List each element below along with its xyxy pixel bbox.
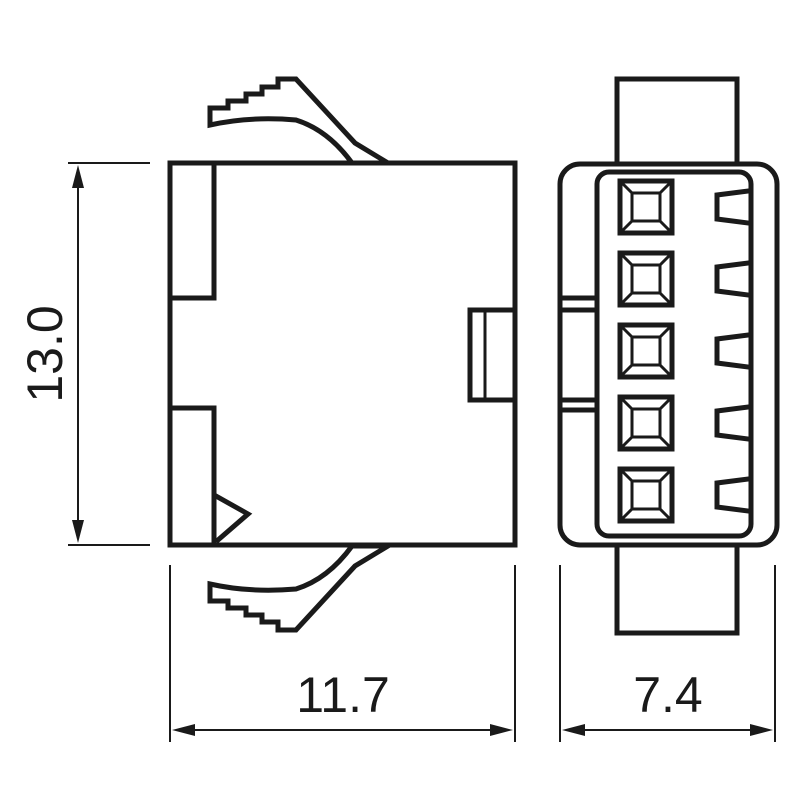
front-top-boss: [614, 76, 740, 172]
width-dimension: 11.7: [169, 565, 516, 742]
locking-slot-icon: [714, 404, 751, 442]
terminal-cavities: [617, 178, 675, 524]
depth-arrow-left: [562, 724, 585, 736]
height-dimension: 13.0: [17, 162, 150, 546]
detent-triangle-icon: [212, 492, 253, 544]
depth-dimension: 7.4: [559, 565, 776, 742]
side-view: [167, 76, 518, 633]
cavity-icon: [617, 466, 675, 524]
locking-slot-icon: [714, 188, 751, 226]
depth-label: 7.4: [633, 667, 703, 723]
front-bottom-boss: [614, 537, 740, 636]
cavity-icon: [617, 322, 675, 380]
bottom-latch-icon: [207, 543, 397, 633]
depth-arrow-right: [750, 724, 773, 736]
locking-slot-icon: [714, 332, 751, 370]
top-latch-icon: [207, 76, 397, 166]
side-body: [167, 160, 518, 548]
front-inner-frame: [594, 169, 754, 539]
bottom-notch: [167, 405, 217, 548]
height-arrow-top: [72, 165, 84, 188]
cavity-icon: [617, 178, 675, 236]
top-notch: [167, 160, 217, 301]
locking-slot-icon: [714, 476, 751, 514]
height-arrow-bottom: [72, 520, 84, 543]
width-arrow-right: [490, 724, 513, 736]
width-label: 11.7: [296, 667, 390, 723]
locking-slots: [714, 188, 751, 514]
width-arrow-left: [172, 724, 195, 736]
cavity-icon: [617, 250, 675, 308]
height-label: 13.0: [17, 305, 73, 402]
cavity-icon: [617, 394, 675, 452]
front-view: [557, 76, 780, 636]
side-right-tab: [467, 307, 518, 403]
locking-slot-icon: [714, 260, 751, 298]
